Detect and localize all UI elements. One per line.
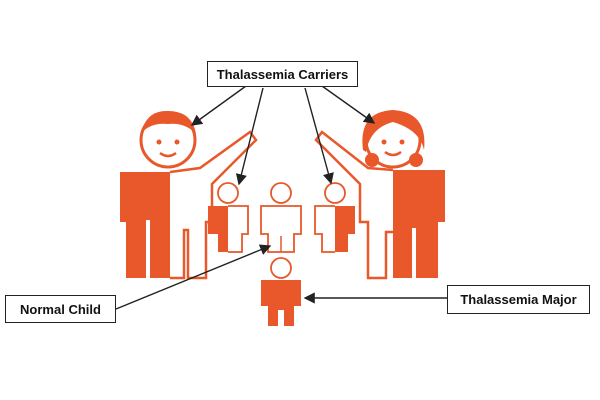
label-thalassemia-carriers: Thalassemia Carriers — [207, 61, 358, 87]
arrow-to-father — [190, 85, 247, 126]
child-carrier-right — [314, 182, 355, 253]
carrier-arrows — [190, 85, 376, 186]
child-major — [261, 257, 301, 326]
arrow-to-child-right — [304, 87, 334, 185]
arrow-to-child-left — [235, 87, 264, 186]
child-normal — [260, 182, 302, 253]
label-normal-child: Normal Child — [5, 295, 116, 323]
label-thalassemia-major: Thalassemia Major — [447, 285, 590, 314]
arrow-to-normal-child — [115, 244, 272, 310]
father-figure — [120, 110, 258, 280]
mother-figure — [314, 110, 445, 280]
arrow-to-mother — [321, 85, 376, 124]
child-carrier-left — [208, 182, 249, 253]
